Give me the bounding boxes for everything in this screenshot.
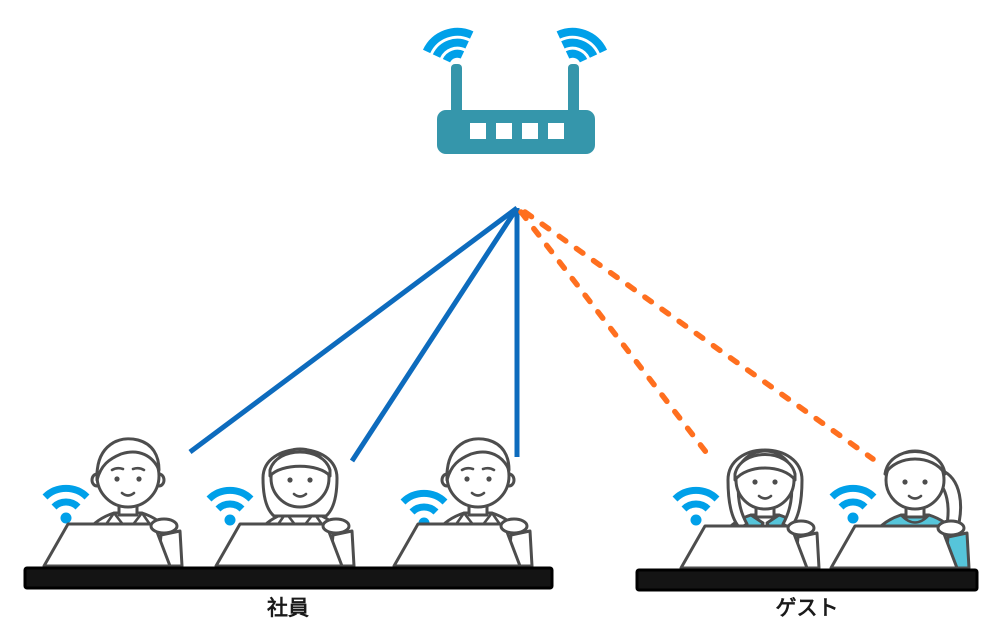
guest-group-label: ゲスト xyxy=(776,596,839,620)
wifi-router xyxy=(422,27,608,154)
router-leds xyxy=(470,123,564,139)
guest-connections xyxy=(518,209,876,462)
wifi-icon xyxy=(675,490,717,525)
wifi-icon xyxy=(832,488,874,523)
router-signal-left-icon xyxy=(422,27,474,63)
guest-desk xyxy=(635,568,979,592)
employee-connection-line-2 xyxy=(349,206,520,463)
router-antenna-right xyxy=(568,64,579,114)
employee-person-3 xyxy=(392,437,534,570)
router-signal-right-icon xyxy=(556,27,608,63)
guest-group: ゲスト xyxy=(635,448,979,620)
employee-group: 社員 xyxy=(23,437,554,620)
guest-connection-line-1 xyxy=(518,209,712,459)
employee-group-label: 社員 xyxy=(266,596,309,620)
employee-desk xyxy=(23,566,554,590)
guest-connection-line-2 xyxy=(522,209,876,462)
router-body xyxy=(437,110,595,154)
guest-person-1 xyxy=(679,448,821,572)
wifi-icon xyxy=(45,488,87,523)
router-antenna-left xyxy=(451,64,462,114)
employee-connection-line-1 xyxy=(188,205,519,455)
wifi-icon xyxy=(209,490,251,525)
employee-connections xyxy=(188,205,520,463)
guest-person-2 xyxy=(829,449,971,572)
